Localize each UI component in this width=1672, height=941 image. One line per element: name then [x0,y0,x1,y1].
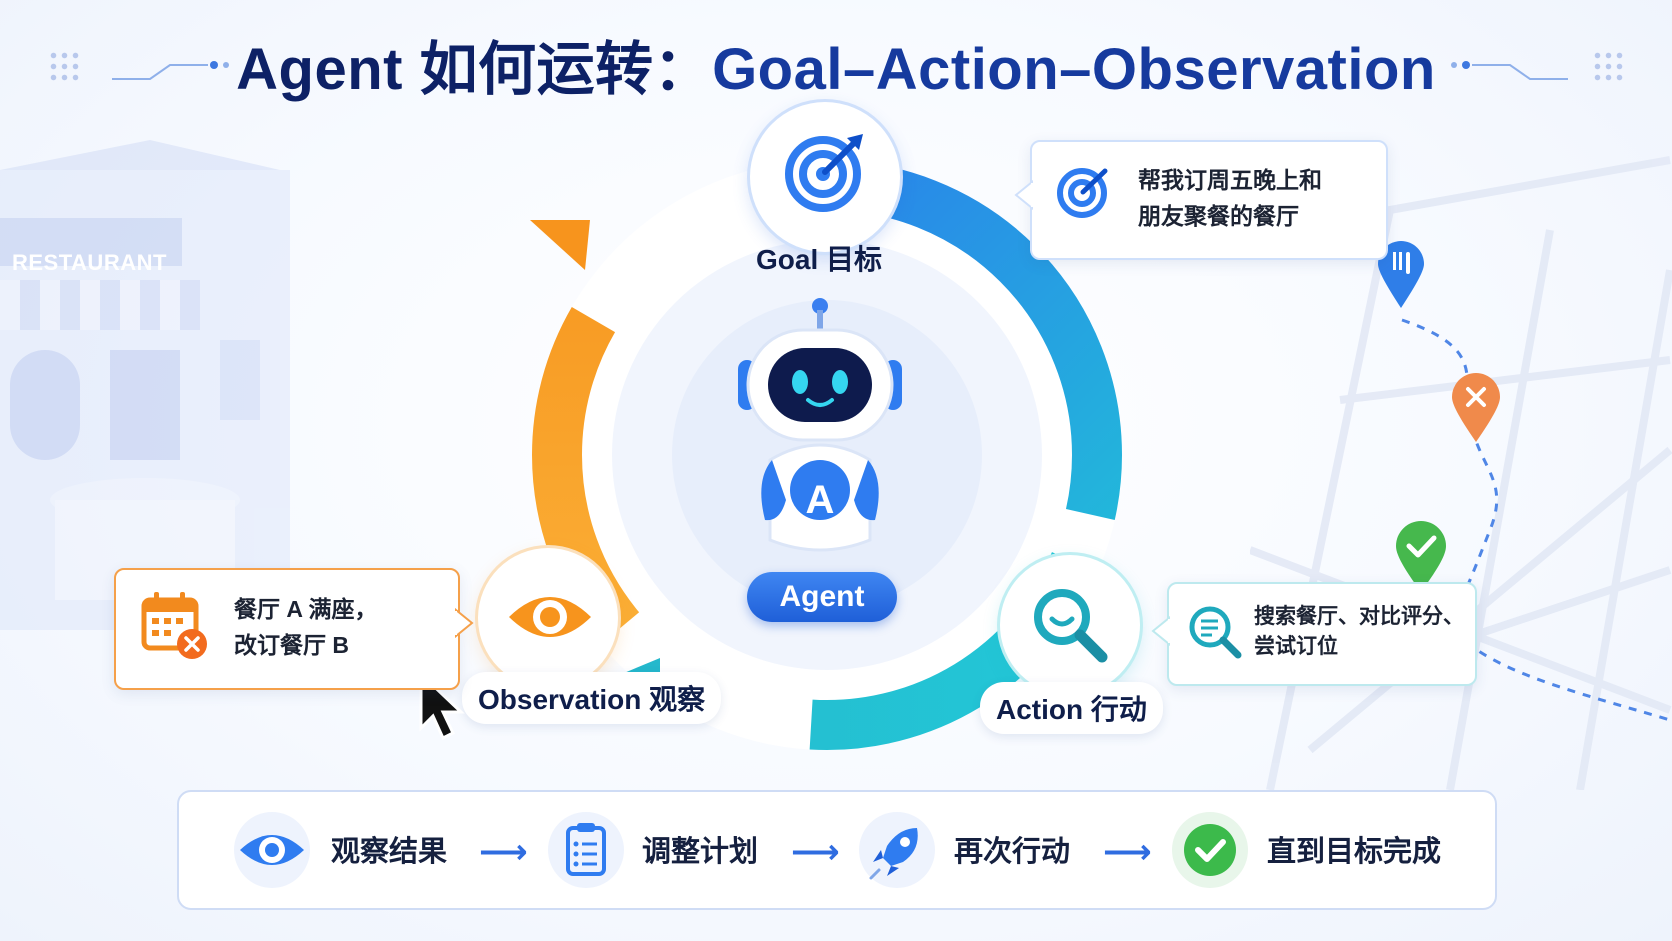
step-icon-act [859,812,935,888]
steps-bar: 观察结果 ⟶ 调整计划 ⟶ 再次行动 ⟶ [177,790,1497,910]
search-list-icon [1189,606,1242,659]
observation-bubble-line2: 改订餐厅 B [234,632,349,658]
step-arrow-3: ⟶ [1103,833,1152,871]
rocket-icon [869,828,918,880]
robot-icon [738,298,902,552]
observation-bubble [114,568,460,690]
step-label-adjust: 调整计划 [642,836,759,868]
line-decoration-right [1451,61,1568,80]
observation-bubble-tail [454,608,474,638]
goal-label: Goal 目标 [756,244,883,275]
goal-bubble-line1: 帮我订周五晚上和 [1138,167,1322,193]
dots-decoration-right [1592,50,1626,84]
goal-bubble-target-icon [1057,168,1108,218]
cancel-pin-icon [1452,373,1500,442]
calendar-cancel-icon [141,592,207,659]
restaurant-illustration [0,140,290,630]
dots-decoration-left [48,50,82,84]
action-bubble [1167,582,1477,686]
step-arrow-2: ⟶ [791,833,840,871]
step-icon-adjust [548,812,624,888]
goal-bubble-line2: 朋友聚餐的餐厅 [1138,203,1299,229]
title-highlight: Goal–Action–Observation [712,37,1436,102]
restaurant-pin-icon [1378,241,1424,308]
agent-label: Agent [747,572,897,622]
goal-bubble-tail [1014,180,1034,210]
action-bubble-text: 搜索餐厅、对比评分、 尝试订位 [1254,602,1464,662]
eye-icon [509,597,591,637]
step-label-done: 直到目标完成 [1267,836,1442,868]
step-icon-observe [234,812,310,888]
line-decoration-left [112,61,229,80]
title-prefix: Agent 如何运转： [236,37,713,102]
action-bubble-line2: 尝试订位 [1254,635,1338,658]
restaurant-sign: RESTAURANT [12,250,167,275]
check-pin-icon [1396,521,1446,592]
observation-label: Observation 观察 [462,672,722,724]
arrowhead-to-goal [530,220,590,270]
action-bubble-line1: 搜索餐厅、对比评分、 [1254,605,1464,628]
step-label-act: 再次行动 [954,836,1071,868]
observation-bubble-text: 餐厅 A 满座， 改订餐厅 B [234,591,378,663]
step-icon-done [1172,812,1248,888]
clipboard-icon [566,823,606,876]
step-label-observe: 观察结果 [331,836,448,868]
step-arrow-1: ⟶ [479,833,528,871]
action-node [1000,555,1140,695]
action-label: Action 行动 [980,682,1163,734]
observation-bubble-line1: 餐厅 A 满座， [234,596,378,622]
target-icon [785,134,863,212]
goal-bubble-text: 帮我订周五晚上和 朋友聚餐的餐厅 [1138,162,1322,234]
action-bubble-tail [1151,616,1171,646]
check-icon [1184,824,1236,876]
awning [0,280,200,330]
agent-badge: A [805,478,835,522]
eye-icon [240,835,304,865]
page-title: Agent 如何运转：Goal–Action–Observation [0,22,1672,106]
search-icon [1034,589,1108,663]
